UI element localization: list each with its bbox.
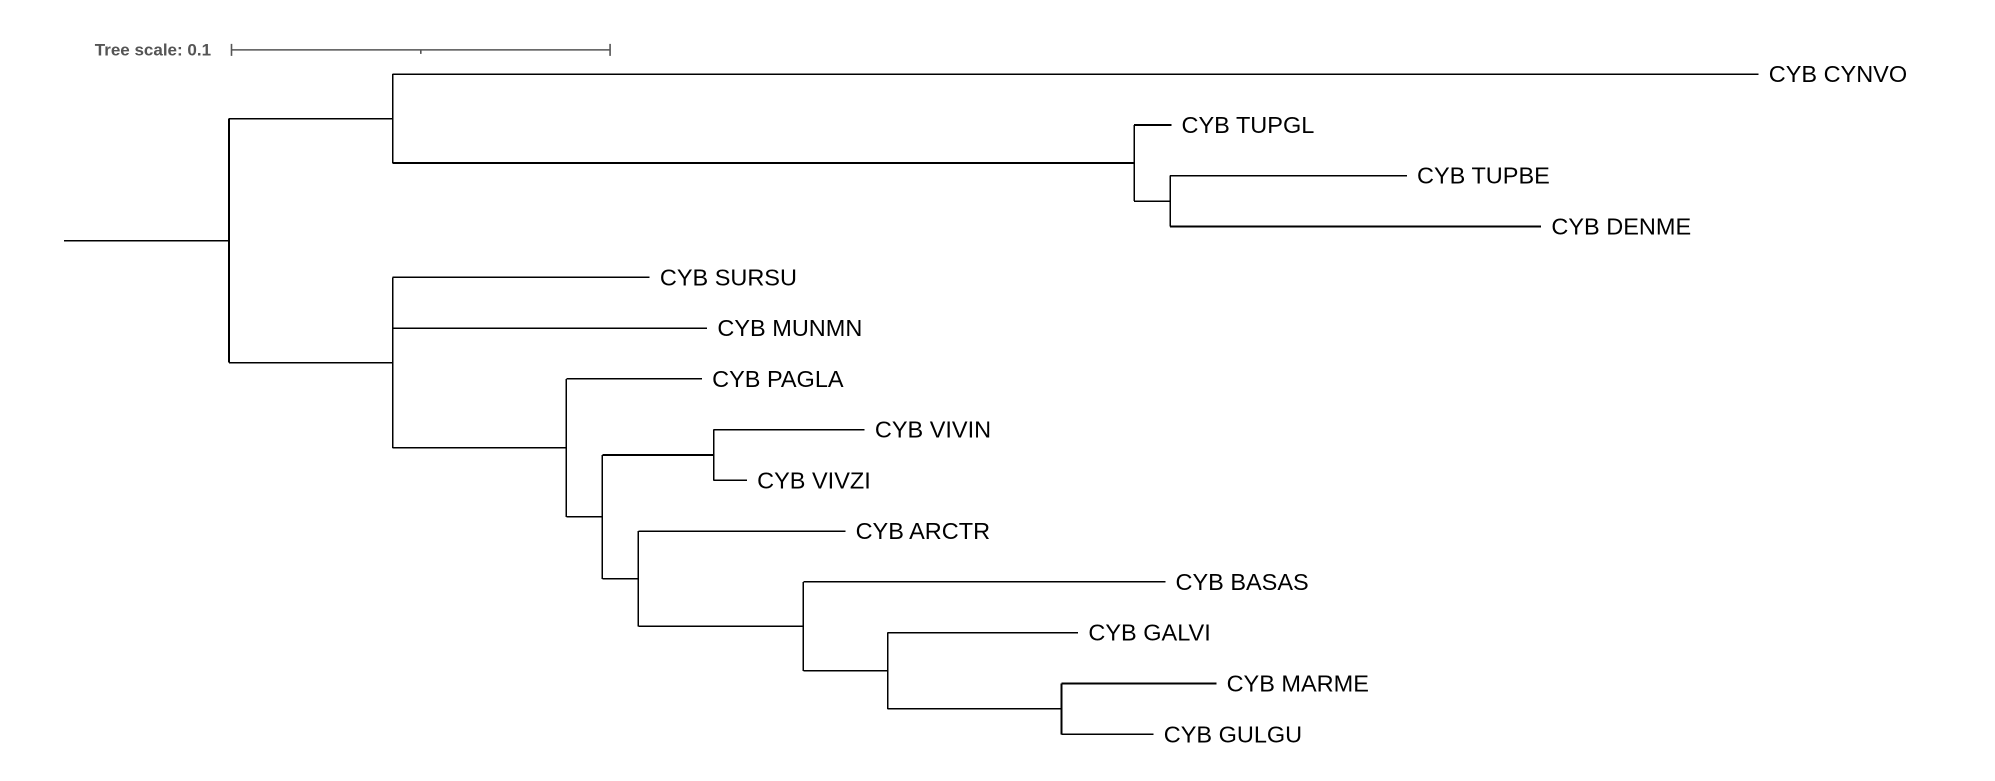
leaf-label-cyb-galvi: CYB GALVI bbox=[1088, 620, 1210, 646]
leaf-label-cyb-gulgu: CYB GULGU bbox=[1164, 721, 1302, 747]
tree-scale: Tree scale: 0.1 bbox=[95, 40, 611, 59]
branches bbox=[63, 73, 1759, 736]
leaf-label-cyb-basas: CYB BASAS bbox=[1175, 569, 1308, 595]
leaf-label-cyb-tupbe: CYB TUPBE bbox=[1417, 163, 1550, 189]
leaf-label-cyb-vivzi: CYB VIVZI bbox=[757, 467, 871, 493]
leaf-label-cyb-munmn: CYB MUNMN bbox=[717, 315, 862, 341]
leaf-label-cyb-sursu: CYB SURSU bbox=[660, 264, 797, 290]
leaf-label-cyb-pagla: CYB PAGLA bbox=[712, 366, 844, 392]
leaf-label-cyb-denme: CYB DENME bbox=[1551, 214, 1691, 240]
leaf-label-cyb-vivin: CYB VIVIN bbox=[875, 417, 991, 443]
leaf-label-cyb-tupgl: CYB TUPGL bbox=[1182, 112, 1315, 138]
leaf-label-cyb-marme: CYB MARME bbox=[1227, 670, 1369, 696]
tree-scale-label: Tree scale: 0.1 bbox=[95, 40, 211, 59]
leaf-label-cyb-cynvo: CYB CYNVO bbox=[1769, 61, 1907, 87]
leaf-label-cyb-arctr: CYB ARCTR bbox=[856, 518, 991, 544]
